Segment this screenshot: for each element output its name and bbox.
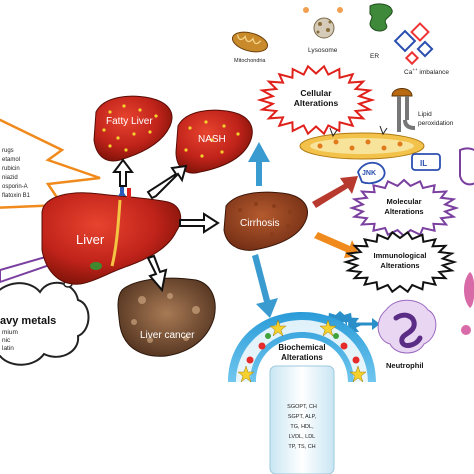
lysosome-label: Lysosome <box>308 47 338 54</box>
jnk-label: JNK <box>362 170 376 177</box>
nash-liver-organ: NASH <box>175 109 253 174</box>
drug-item: etamol <box>2 157 20 163</box>
ca-label: Ca++ imbalance <box>404 67 449 76</box>
cirrhosis-label: Cirrhosis <box>240 218 279 229</box>
biochemical-marker: SGPT, ALP, <box>288 414 317 420</box>
arrow-to-nash <box>146 164 188 200</box>
arrow-to-fatty-liver <box>112 158 134 187</box>
biochemical-title-2: Alterations <box>281 353 323 362</box>
liver-cancer-label: Liver cancer <box>140 330 195 341</box>
biochemical-marker: SGOPT, CH <box>287 404 317 410</box>
drug-item: niazid <box>2 175 18 181</box>
membrane-bilayer-icon <box>299 125 425 160</box>
nash-label: NASH <box>198 134 226 145</box>
mitochondria-label: Mitochondria <box>234 58 266 64</box>
colored-arrows <box>248 142 360 318</box>
pink-cell-icon <box>461 272 474 335</box>
metal-item: mium <box>2 329 18 336</box>
cirrhosis-liver-organ: Cirrhosis <box>223 191 308 251</box>
biochemical-title-1: Biochemical <box>278 343 325 352</box>
biochemical-marker: LVDL, LDL <box>289 434 316 440</box>
biochemical-marker: TP, TS, CH <box>288 444 315 450</box>
heavy-metals-title: avy metals <box>0 315 56 327</box>
er-icon: ER <box>369 3 393 60</box>
arrow-to-cancer <box>146 254 168 293</box>
drug-item: flatoxin B1 <box>2 193 31 199</box>
immunological-alterations-burst: Immunological Alterations <box>342 230 458 294</box>
marker-shapes <box>237 319 367 383</box>
fatty-liver-organ: Fatty Liver <box>93 95 173 162</box>
orange-arrow-immunological <box>314 232 360 258</box>
heavy-metals-cloud: avy metals mium nic latin <box>0 266 90 366</box>
jnk-il-icon: JNK IL <box>357 147 474 186</box>
mitochondria-icon: Mitochondria <box>231 31 269 64</box>
cellular-alterations-burst: Cellular Alterations <box>256 64 376 136</box>
arrow-to-cirrhosis <box>179 212 220 234</box>
cellular-title-2: Alterations <box>294 98 339 108</box>
liver-cancer-organ: Liver cancer <box>117 277 216 357</box>
molecular-title-1: Molecular <box>386 197 421 206</box>
liver-label: Liver <box>76 232 105 247</box>
cellular-title-1: Cellular <box>300 88 332 98</box>
metal-item: nic <box>2 337 11 344</box>
lipid-label-1: Lipid <box>418 111 432 118</box>
blue-arrow-up <box>248 142 270 186</box>
neutrophil-label: Neutrophil <box>386 361 424 370</box>
drug-item: rubicin <box>2 166 20 172</box>
metal-item: latin <box>2 345 14 352</box>
blue-arrow-down <box>252 254 278 318</box>
ca-imbalance-icon: Ca++ imbalance <box>393 22 449 76</box>
molecular-title-2: Alterations <box>384 207 423 216</box>
liver-organ: Liver <box>41 186 182 285</box>
il-label: IL <box>420 159 427 168</box>
biochemical-marker: TG, HDL, <box>290 424 314 430</box>
drugs-callout: rugs etamol rubicin niazid osporin-A fla… <box>0 118 101 209</box>
biochemical-alterations-panel: Biochemical Alterations SGOPT, CH SGPT, … <box>228 312 376 474</box>
molecular-alterations-burst: Molecular Alterations <box>348 178 460 238</box>
er-label: ER <box>370 53 379 60</box>
lipid-peroxidation-icon: Lipid peroxidation <box>391 88 454 132</box>
red-arrow-molecular <box>312 176 358 208</box>
lipid-label-2: peroxidation <box>418 120 454 127</box>
outline-arrows <box>112 158 220 293</box>
fatty-liver-label: Fatty Liver <box>106 116 153 127</box>
immunological-title-2: Alterations <box>380 261 419 270</box>
immunological-title-1: Immunological <box>374 251 427 260</box>
drug-item: rugs <box>2 148 14 154</box>
lysosome-icon: Lysosome <box>303 7 343 54</box>
drug-item: osporin-A <box>2 184 28 190</box>
